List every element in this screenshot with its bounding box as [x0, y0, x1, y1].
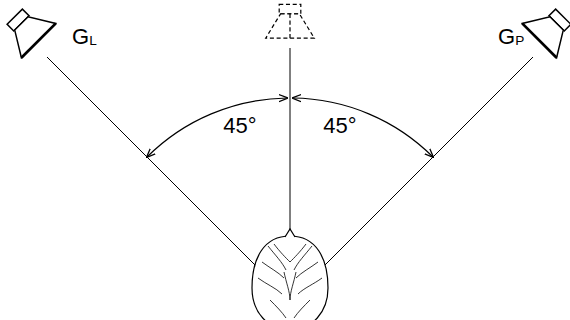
speaker-center-phantom [266, 4, 315, 38]
angle-label: 45° [323, 115, 356, 137]
speaker-right [522, 0, 570, 58]
speaker-label: GL [72, 26, 97, 48]
listener-head [252, 229, 328, 320]
angle-label: 45° [223, 115, 256, 137]
speaker-left [0, 0, 56, 58]
speaker-label: GP [498, 26, 524, 48]
angle-arcs [147, 98, 433, 157]
